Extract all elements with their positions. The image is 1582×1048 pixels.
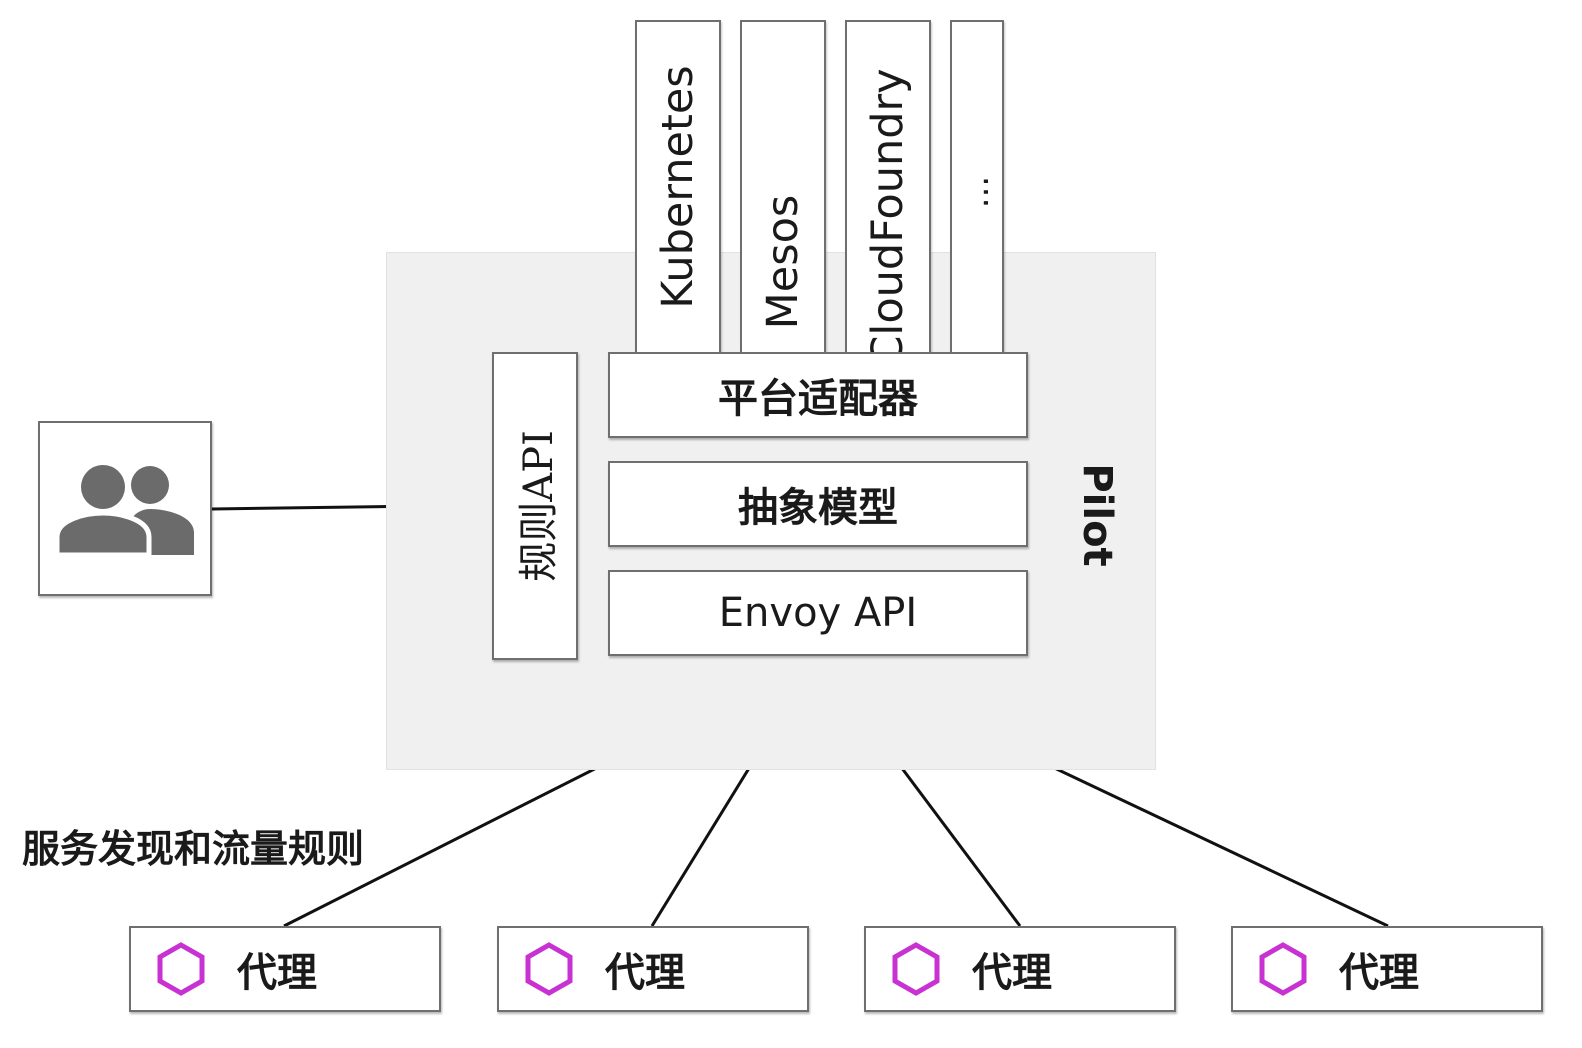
platform-label: ... <box>957 175 997 209</box>
platform-cloudfoundry: CloudFoundry <box>845 20 931 366</box>
users-group-icon <box>55 464 194 555</box>
rule-api-box: 规则API <box>492 352 578 660</box>
hexagon-icon <box>525 942 573 996</box>
proxy-label: 代理 <box>605 949 685 996</box>
proxy-label: 代理 <box>1339 949 1419 996</box>
platform-label: CloudFoundry <box>863 68 913 366</box>
proxy-label: 代理 <box>972 949 1052 996</box>
platform-label: Mesos <box>758 194 808 330</box>
platform-label: Kubernetes <box>653 65 703 309</box>
hexagon-icon <box>157 942 205 996</box>
users-box <box>38 421 212 596</box>
proxy-box: 代理 <box>497 926 809 1012</box>
platform-kubernetes: Kubernetes <box>635 20 721 357</box>
caption-service-discovery: 服务发现和流量规则 <box>22 826 365 871</box>
proxy-box: 代理 <box>864 926 1176 1012</box>
proxy-label: 代理 <box>237 949 317 996</box>
platform-adapter-layer: 平台适配器 <box>608 352 1028 438</box>
pilot-label: Pilot <box>1072 463 1122 566</box>
pilot-label-text: Pilot <box>1074 463 1120 567</box>
layer-label: Envoy API <box>718 590 918 636</box>
proxy-box: 代理 <box>129 926 441 1012</box>
proxy-box: 代理 <box>1231 926 1543 1012</box>
hexagon-icon <box>892 942 940 996</box>
rule-api-label: 规则API <box>516 430 562 582</box>
layer-label: 抽象模型 <box>738 484 898 531</box>
platform-more: ... <box>950 20 1004 357</box>
envoy-api-layer: Envoy API <box>608 570 1028 656</box>
platform-mesos: Mesos <box>740 20 826 357</box>
hexagon-icon <box>1259 942 1307 996</box>
abstract-model-layer: 抽象模型 <box>608 461 1028 547</box>
layer-label: 平台适配器 <box>718 375 918 422</box>
